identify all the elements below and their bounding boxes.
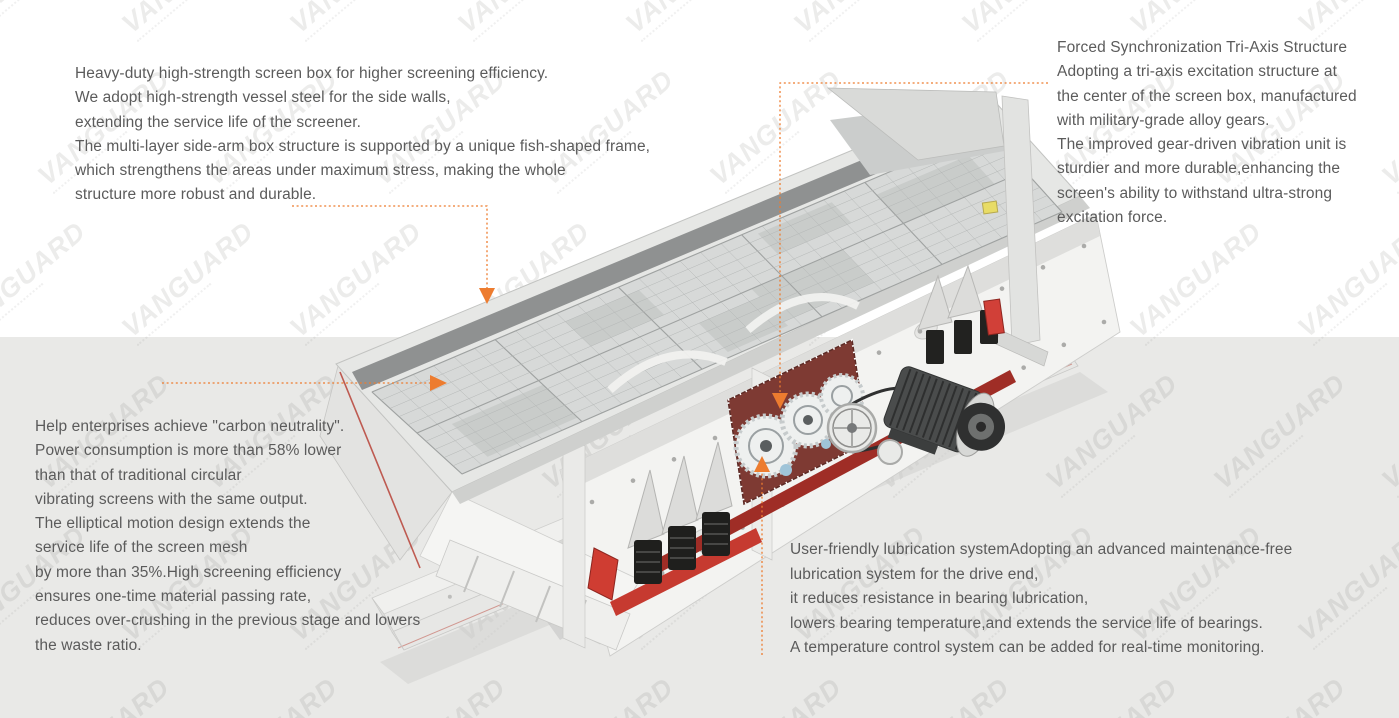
callout-line: than that of traditional circular (35, 466, 242, 484)
deck-rim-edge (452, 196, 1090, 504)
callout-line: vibrating screens with the same output. (35, 490, 308, 508)
callout-lubrication: User-friendly lubrication systemAdopting… (790, 538, 1292, 661)
springs-left (627, 441, 733, 584)
callout-line: A temperature control system can be adde… (790, 639, 1265, 657)
callout-line: Power consumption is more than 58% lower (35, 442, 342, 460)
spray-pipe (607, 350, 728, 393)
callout-line: lowers bearing temperature,and extends t… (790, 614, 1263, 632)
callout-line: We adopt high-strength vessel steel for … (75, 89, 451, 107)
arrow-down-tri-axis (772, 393, 788, 409)
callout-line: reduces over-crushing in the previous st… (35, 612, 421, 630)
springs-right (917, 264, 998, 364)
callout-line: sturdier and more durable,enhancing the (1057, 160, 1341, 178)
callout-line: it reduces resistance in bearing lubrica… (790, 590, 1089, 608)
electric-motor (883, 366, 1006, 457)
callout-line: lubrication system for the drive end, (790, 565, 1039, 583)
arrow-down-screen-box (479, 288, 495, 304)
callout-line: ensures one-time material passing rate, (35, 588, 312, 606)
callout-line: which strengthens the areas under maximu… (75, 162, 566, 180)
callout-line: by more than 35%.High screening efficien… (35, 563, 342, 581)
callout-tri-axis: Forced Synchronization Tri-Axis Structur… (1057, 36, 1357, 230)
callout-line: Help enterprises achieve "carbon neutral… (35, 418, 345, 435)
callout-line: extending the service life of the screen… (75, 113, 362, 131)
arrow-right-carbon (430, 375, 447, 391)
callout-line: Adopting a tri-axis excitation structure… (1057, 63, 1337, 81)
callout-line: The multi-layer side-arm box structure i… (75, 137, 651, 155)
callout-line: The improved gear-driven vibration unit … (1057, 136, 1347, 154)
callout-line: structure more robust and durable. (75, 186, 317, 204)
callout-line: screen's ability to withstand ultra-stro… (1057, 184, 1333, 202)
callout-line: User-friendly lubrication systemAdopting… (790, 541, 1293, 558)
arrow-up-lubrication (754, 456, 770, 472)
callout-screen-box: Heavy-duty high-strength screen box for … (75, 62, 650, 208)
drive-system (826, 366, 1006, 465)
callout-line: with military-grade alloy gears. (1057, 111, 1270, 129)
deck-dark-band (352, 110, 990, 390)
callout-line: the center of the screen box, manufactur… (1057, 87, 1357, 105)
callout-line: service life of the screen mesh (35, 539, 248, 557)
callout-line: Forced Synchronization Tri-Axis Structur… (1057, 39, 1348, 56)
right-end-post (1001, 95, 1041, 347)
yellow-label (981, 200, 999, 215)
callout-line: excitation force. (1057, 209, 1168, 227)
callout-line: Heavy-duty high-strength screen box for … (75, 65, 549, 82)
pulley-small (877, 439, 903, 465)
callout-line: the waste ratio. (35, 636, 142, 654)
callout-line: The elliptical motion design extends the (35, 515, 311, 533)
spray-pipe (745, 293, 860, 334)
callout-carbon-neutrality: Help enterprises achieve "carbon neutral… (35, 415, 420, 658)
leader-tri-axis (779, 82, 1048, 394)
leader-screen-box (292, 205, 488, 290)
mesh-grid (371, 129, 1063, 475)
screen-deck (335, 87, 1090, 504)
